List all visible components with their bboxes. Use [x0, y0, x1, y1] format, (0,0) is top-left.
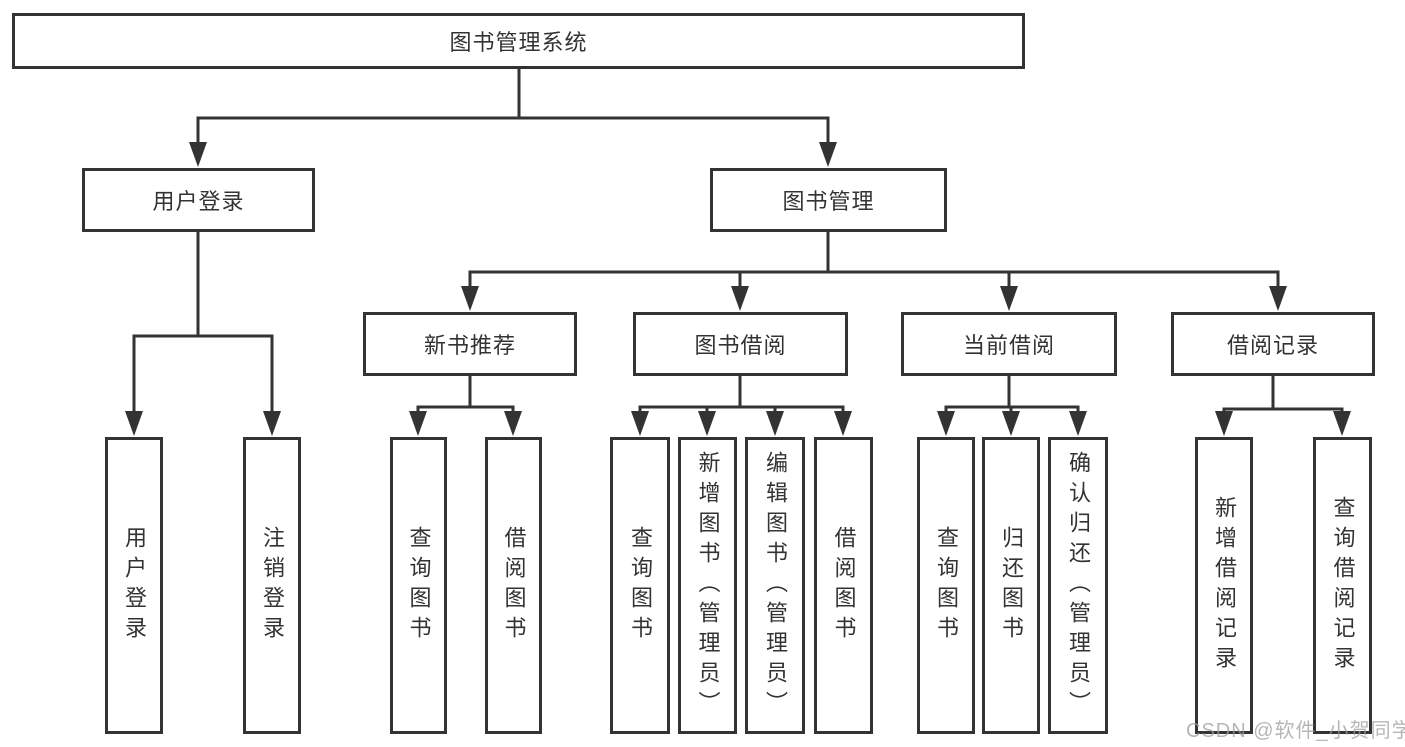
leaf-nb-query-books: 查询图书 [390, 437, 447, 734]
leaf-br-query-borrow-record-label: 查询借阅记录 [1330, 495, 1356, 676]
leaf-cb-query-books-label: 查询图书 [934, 525, 959, 646]
node-book-borrow-label: 图书借阅 [694, 333, 787, 358]
connector-current-borrow-to-leaves [937, 374, 1087, 436]
node-book-borrow: 图书借阅 [633, 312, 848, 376]
node-borrow-records: 借阅记录 [1171, 312, 1375, 376]
connector-root-to-level2 [189, 67, 837, 167]
connector-book-borrow-to-leaves [631, 374, 852, 436]
connector-user-login-to-leaves [125, 230, 281, 436]
leaf-br-add-borrow-record: 新增借阅记录 [1195, 437, 1253, 734]
leaf-nb-borrow-books-label: 借阅图书 [501, 525, 527, 646]
leaf-bb-edit-books-admin-label: 编辑图书（管理员） [763, 450, 788, 721]
node-root-system: 图书管理系统 [12, 13, 1025, 69]
leaf-cb-return-books: 归还图书 [982, 437, 1040, 734]
node-current-borrow-label: 当前借阅 [962, 333, 1055, 358]
leaf-user-login: 用户登录 [105, 437, 163, 734]
leaf-br-add-borrow-record-label: 新增借阅记录 [1212, 495, 1237, 676]
leaf-bb-borrow-books-label: 借阅图书 [831, 525, 857, 646]
node-new-book-recommend-label: 新书推荐 [423, 333, 516, 358]
connector-new-books-to-leaves [409, 374, 522, 436]
node-user-login-group: 用户登录 [82, 168, 315, 232]
node-new-book-recommend: 新书推荐 [363, 312, 577, 376]
node-borrow-records-label: 借阅记录 [1226, 333, 1319, 358]
leaf-cb-return-books-label: 归还图书 [999, 525, 1024, 646]
node-current-borrow: 当前借阅 [901, 312, 1117, 376]
node-user-login-group-label: 用户登录 [152, 189, 245, 214]
leaf-logout-label: 注销登录 [260, 525, 285, 646]
leaf-cb-confirm-return-admin-label: 确认归还（管理员） [1066, 450, 1091, 721]
connector-book-mgmt-to-level3 [461, 230, 1287, 311]
leaf-nb-query-books-label: 查询图书 [406, 525, 432, 646]
connector-borrow-records-to-leaves [1215, 374, 1351, 436]
leaf-bb-borrow-books: 借阅图书 [814, 437, 873, 734]
leaf-bb-edit-books-admin: 编辑图书（管理员） [745, 437, 805, 734]
csdn-watermark: CSDN @软件_小贺同学 [1186, 720, 1405, 742]
leaf-bb-add-books-admin: 新增图书（管理员） [678, 437, 737, 734]
leaf-user-login-label: 用户登录 [122, 525, 147, 646]
node-root-system-label: 图书管理系统 [449, 30, 588, 55]
leaf-bb-add-books-admin-label: 新增图书（管理员） [695, 450, 721, 721]
node-book-management: 图书管理 [710, 168, 947, 232]
leaf-bb-query-books-label: 查询图书 [628, 525, 653, 646]
leaf-logout: 注销登录 [243, 437, 301, 734]
node-book-management-label: 图书管理 [782, 189, 875, 214]
leaf-cb-query-books: 查询图书 [917, 437, 975, 734]
leaf-cb-confirm-return-admin: 确认归还（管理员） [1048, 437, 1108, 734]
leaf-nb-borrow-books: 借阅图书 [485, 437, 542, 734]
leaf-br-query-borrow-record: 查询借阅记录 [1313, 437, 1372, 734]
leaf-bb-query-books: 查询图书 [610, 437, 670, 734]
